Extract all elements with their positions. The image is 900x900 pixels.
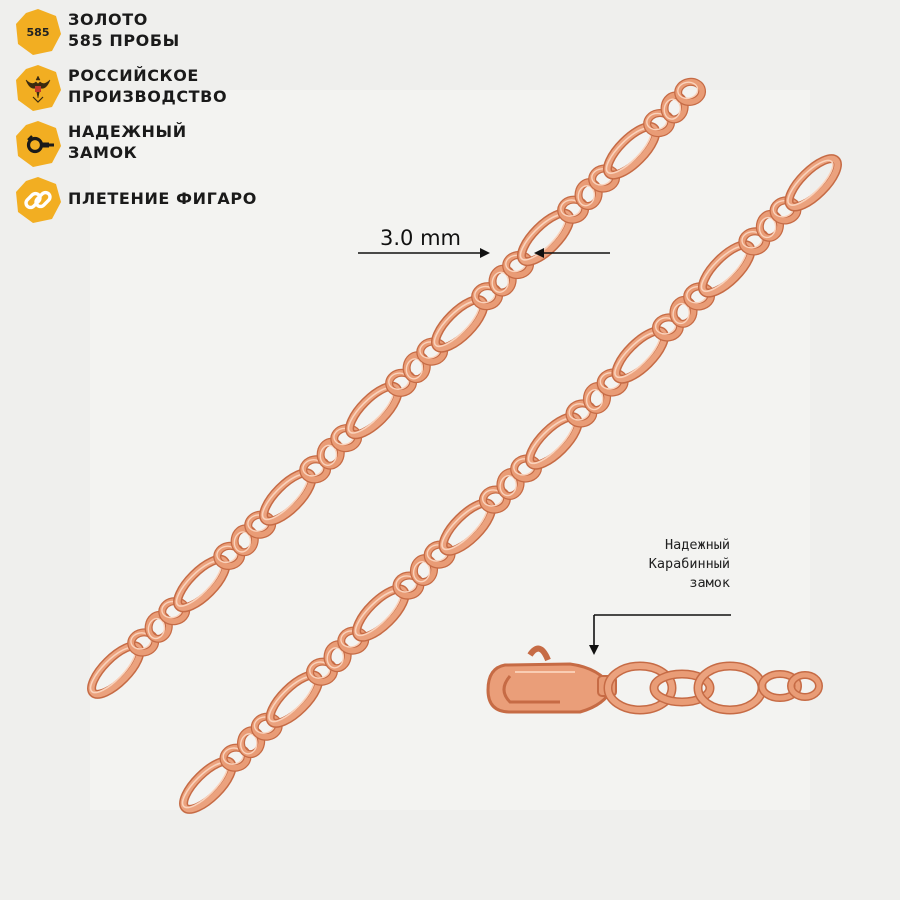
chain-link-icon [24, 190, 52, 210]
badge-chain [14, 176, 62, 224]
badge-hexagon [16, 9, 61, 55]
clasp-note-line2: Карабинный [648, 556, 730, 572]
badge-eagle [14, 64, 62, 112]
feature-label: ПЛЕТЕНИЕ ФИГАРО [68, 188, 257, 209]
eagle-emblem-icon [25, 75, 51, 103]
clasp-note-line1: Надежный [664, 537, 730, 553]
feature-line2: ПРОИЗВОДСТВО [68, 87, 228, 106]
thickness-measurement-label: 3.0 mm [380, 226, 461, 250]
lobster-clasp [486, 645, 617, 714]
feature-label: ЗОЛОТО 585 ПРОБЫ [68, 9, 180, 51]
feature-figaro-weave: ПЛЕТЕНИЕ ФИГАРО [14, 176, 314, 226]
clasp-pointer-arrow [589, 614, 731, 655]
chain-strand-right [177, 152, 845, 817]
badge-585-text: 585 [26, 25, 50, 39]
chain-long-link [782, 152, 844, 214]
feature-label: НАДЕЖНЫЙ ЗАМОК [68, 121, 187, 163]
feature-russian-production: РОССИЙСКОЕ ПРОИЗВОДСТВО [14, 64, 314, 114]
badge-lock [14, 120, 62, 168]
feature-reliable-lock: НАДЕЖНЫЙ ЗАМОК [14, 120, 314, 170]
badge-585: 585 [14, 8, 62, 56]
feature-line1: НАДЕЖНЫЙ [68, 122, 187, 141]
clasp-chain-links [603, 661, 823, 715]
clasp-note: Надежный Карабинный замок [649, 536, 730, 593]
lock-clasp-icon [26, 135, 54, 154]
clasp-note-line3: замок [689, 575, 730, 591]
chain-short-link [677, 80, 704, 104]
feature-line2: 585 ПРОБЫ [68, 31, 180, 50]
measurement-arrows [358, 248, 610, 258]
feature-line1: ЗОЛОТО [68, 10, 148, 29]
feature-gold-585: 585 ЗОЛОТО 585 ПРОБЫ [14, 8, 314, 58]
feature-line1: РОССИЙСКОЕ [68, 66, 199, 85]
feature-line1: ПЛЕТЕНИЕ ФИГАРО [68, 189, 257, 208]
feature-label: РОССИЙСКОЕ ПРОИЗВОДСТВО [68, 65, 227, 107]
product-photo-area [90, 90, 810, 810]
feature-line2: ЗАМОК [68, 143, 138, 162]
